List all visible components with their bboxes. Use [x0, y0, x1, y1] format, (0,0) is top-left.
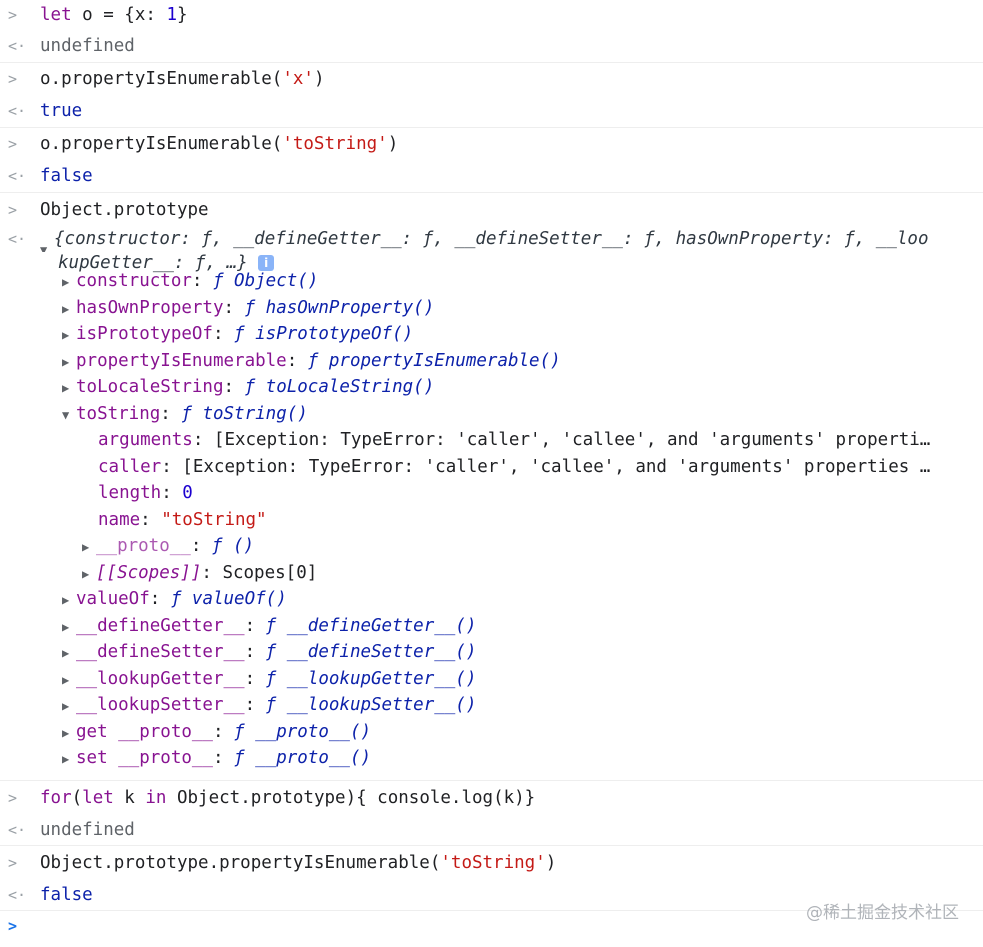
object-preview-cont: kupGetter__: ƒ, …} i — [58, 251, 275, 275]
expand-triangle-icon[interactable]: ▶ — [62, 646, 70, 660]
expand-triangle-icon[interactable]: ▶ — [62, 301, 70, 316]
property-row[interactable]: caller: [Exception: TypeError: 'caller',… — [98, 456, 931, 477]
property-row[interactable]: ▶__proto__: ƒ () — [62, 533, 983, 560]
output-arrow-icon: <· — [8, 821, 27, 839]
console-entry: > Object.prototype <· ▼{constructor: ƒ, … — [0, 193, 983, 781]
console-input[interactable]: let o = {x: 1} — [40, 5, 188, 25]
output-arrow-icon: <· — [8, 886, 27, 904]
property-row[interactable]: ▶constructor: ƒ Object() — [62, 268, 983, 295]
property-row[interactable]: ▶__defineSetter__: ƒ __defineSetter__() — [62, 639, 983, 666]
property-row[interactable]: ▶propertyIsEnumerable: ƒ propertyIsEnume… — [62, 348, 983, 375]
expand-triangle-icon[interactable]: ▶ — [62, 619, 70, 634]
property-row[interactable]: arguments: [Exception: TypeError: 'calle… — [98, 430, 931, 450]
output-arrow-icon: <· — [8, 102, 27, 120]
input-chevron-icon: > — [8, 201, 18, 219]
console-output: false — [40, 885, 93, 905]
property-row[interactable]: ▶[[Scopes]]: Scopes[0] — [62, 560, 983, 587]
property-row[interactable]: ▶__lookupGetter__: ƒ __lookupGetter__() — [62, 666, 983, 693]
console-input[interactable]: o.propertyIsEnumerable('toString') — [40, 134, 399, 154]
property-row[interactable]: ▶set __proto__: ƒ __proto__() — [62, 745, 983, 772]
property-row[interactable]: ▼toString: ƒ toString() — [62, 401, 983, 428]
console-input[interactable]: o.propertyIsEnumerable('x') — [40, 69, 325, 89]
property-row[interactable]: ▶__defineGetter__: ƒ __defineGetter__() — [62, 613, 983, 640]
property-row[interactable]: ▶__lookupSetter__: ƒ __lookupSetter__() — [62, 692, 983, 719]
expand-triangle-icon[interactable]: ▶ — [62, 275, 70, 289]
console-input[interactable]: Object.prototype.propertyIsEnumerable('t… — [40, 853, 557, 873]
input-chevron-icon: > — [8, 6, 18, 24]
console-entry: > for(let k in Object.prototype){ consol… — [0, 781, 983, 846]
input-chevron-icon: > — [8, 135, 18, 153]
input-chevron-icon: > — [8, 70, 18, 88]
console-entry: > let o = {x: 1} <· undefined — [0, 0, 983, 63]
console-output: true — [40, 101, 83, 121]
property-row[interactable]: ▶get __proto__: ƒ __proto__() — [62, 719, 983, 746]
expand-triangle-icon[interactable]: ▶ — [62, 725, 70, 740]
property-row[interactable]: length: 0 — [98, 483, 193, 503]
console-output: false — [40, 166, 93, 186]
input-chevron-icon: > — [8, 789, 18, 807]
console-entry: > o.propertyIsEnumerable('toString') <· … — [0, 128, 983, 193]
console-entry: > Object.prototype.propertyIsEnumerable(… — [0, 846, 983, 911]
info-icon[interactable]: i — [258, 255, 275, 271]
expand-triangle-icon[interactable]: ▶ — [62, 354, 70, 369]
property-row[interactable]: ▶toLocaleString: ƒ toLocaleString() — [62, 374, 983, 401]
output-arrow-icon: <· — [8, 230, 27, 248]
property-row[interactable]: ▶valueOf: ƒ valueOf() — [62, 586, 983, 613]
property-row[interactable]: ▶hasOwnProperty: ƒ hasOwnProperty() — [62, 295, 983, 322]
input-chevron-icon: > — [8, 854, 18, 872]
expand-triangle-icon[interactable]: ▼ — [62, 407, 70, 422]
console-input[interactable]: Object.prototype — [40, 200, 209, 220]
console-prompt[interactable]: > — [0, 911, 983, 941]
expand-triangle-icon[interactable]: ▶ — [62, 672, 70, 687]
watermark: @稀土掘金技术社区 — [806, 903, 959, 923]
object-preview[interactable]: ▼{constructor: ƒ, __defineGetter__: ƒ, _… — [40, 227, 965, 252]
property-row[interactable]: ▶isPrototypeOf: ƒ isPrototypeOf() — [62, 321, 983, 348]
output-arrow-icon: <· — [8, 37, 27, 55]
console-output: undefined — [40, 36, 135, 56]
expand-triangle-icon[interactable]: ▶ — [62, 593, 70, 607]
expand-triangle-icon[interactable]: ▶ — [62, 328, 70, 342]
console-entry: > o.propertyIsEnumerable('x') <· true — [0, 63, 983, 128]
expand-triangle-icon[interactable]: ▶ — [82, 540, 90, 554]
console-output: undefined — [40, 820, 135, 840]
expand-triangle-icon[interactable]: ▶ — [62, 699, 70, 713]
expand-triangle-icon[interactable]: ▶ — [62, 381, 70, 395]
expand-triangle-icon[interactable]: ▼ — [40, 243, 48, 252]
property-row[interactable]: name: "toString" — [98, 509, 267, 530]
output-arrow-icon: <· — [8, 167, 27, 185]
console-input[interactable]: for(let k in Object.prototype){ console.… — [40, 788, 536, 808]
expand-triangle-icon[interactable]: ▶ — [62, 752, 70, 766]
expand-triangle-icon[interactable]: ▶ — [82, 566, 90, 581]
prompt-chevron-icon: > — [8, 917, 18, 935]
